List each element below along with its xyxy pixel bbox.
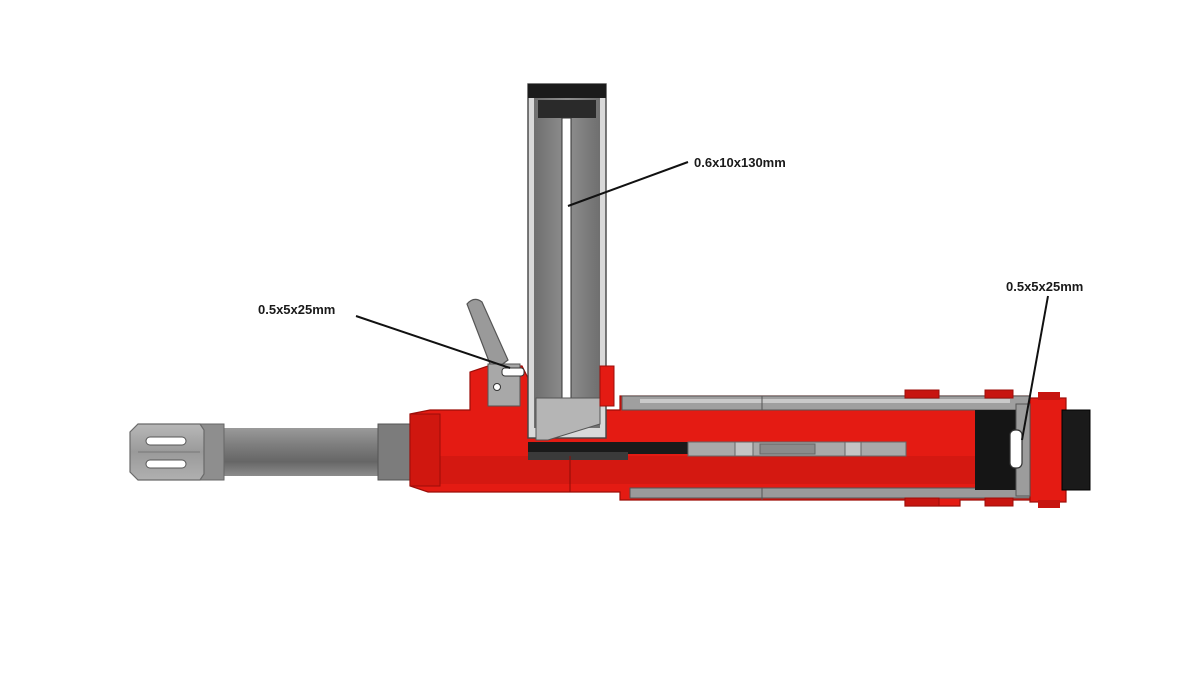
- leader-magazine-spring: [567, 161, 689, 207]
- bolt-rod-segment: [734, 441, 754, 457]
- receiver-shadow: [430, 456, 1030, 484]
- rear-cap: [975, 392, 1091, 508]
- rear-cap-black-end: [1061, 409, 1091, 491]
- rear-cap-bump: [1038, 500, 1060, 508]
- leader-lever-spring: [355, 315, 511, 369]
- top-rail-inner: [640, 399, 1010, 403]
- magazine-spring: [561, 117, 572, 415]
- internal-rail: [528, 442, 688, 454]
- bolt-rod-segment: [844, 441, 862, 457]
- magazine-lips: [535, 397, 601, 441]
- bottom-rail: [629, 487, 1031, 499]
- muzzle-slot: [145, 459, 187, 469]
- leader-rear-spring: [1021, 295, 1049, 441]
- rail-bump: [904, 497, 940, 507]
- magazine-base-plate: [528, 84, 606, 98]
- label-rear-spring: 0.5x5x25mm: [1006, 279, 1083, 294]
- receiver-body: [409, 365, 1031, 507]
- leader-lines: [355, 161, 1049, 441]
- rail-bump: [984, 389, 1014, 399]
- muzzle-slot: [145, 436, 187, 446]
- barrel-assembly: [129, 423, 425, 481]
- magazine-catch: [599, 365, 615, 407]
- internal-rail: [528, 452, 628, 460]
- rear-cap-red: [1029, 397, 1067, 503]
- magazine: [527, 83, 615, 441]
- magazine-latch: [466, 298, 525, 407]
- latch-spring: [501, 367, 525, 377]
- bolt-rod-segment: [759, 443, 816, 455]
- rail-bump: [984, 497, 1014, 507]
- label-magazine-spring: 0.6x10x130mm: [694, 155, 786, 170]
- latch-pivot: [493, 383, 501, 391]
- receiver-front-block: [409, 413, 441, 487]
- rail-bump: [904, 389, 940, 399]
- label-lever-spring: 0.5x5x25mm: [258, 302, 335, 317]
- rear-spring: [1009, 429, 1023, 469]
- rear-cap-bump: [1038, 392, 1060, 400]
- magazine-follower: [538, 100, 596, 118]
